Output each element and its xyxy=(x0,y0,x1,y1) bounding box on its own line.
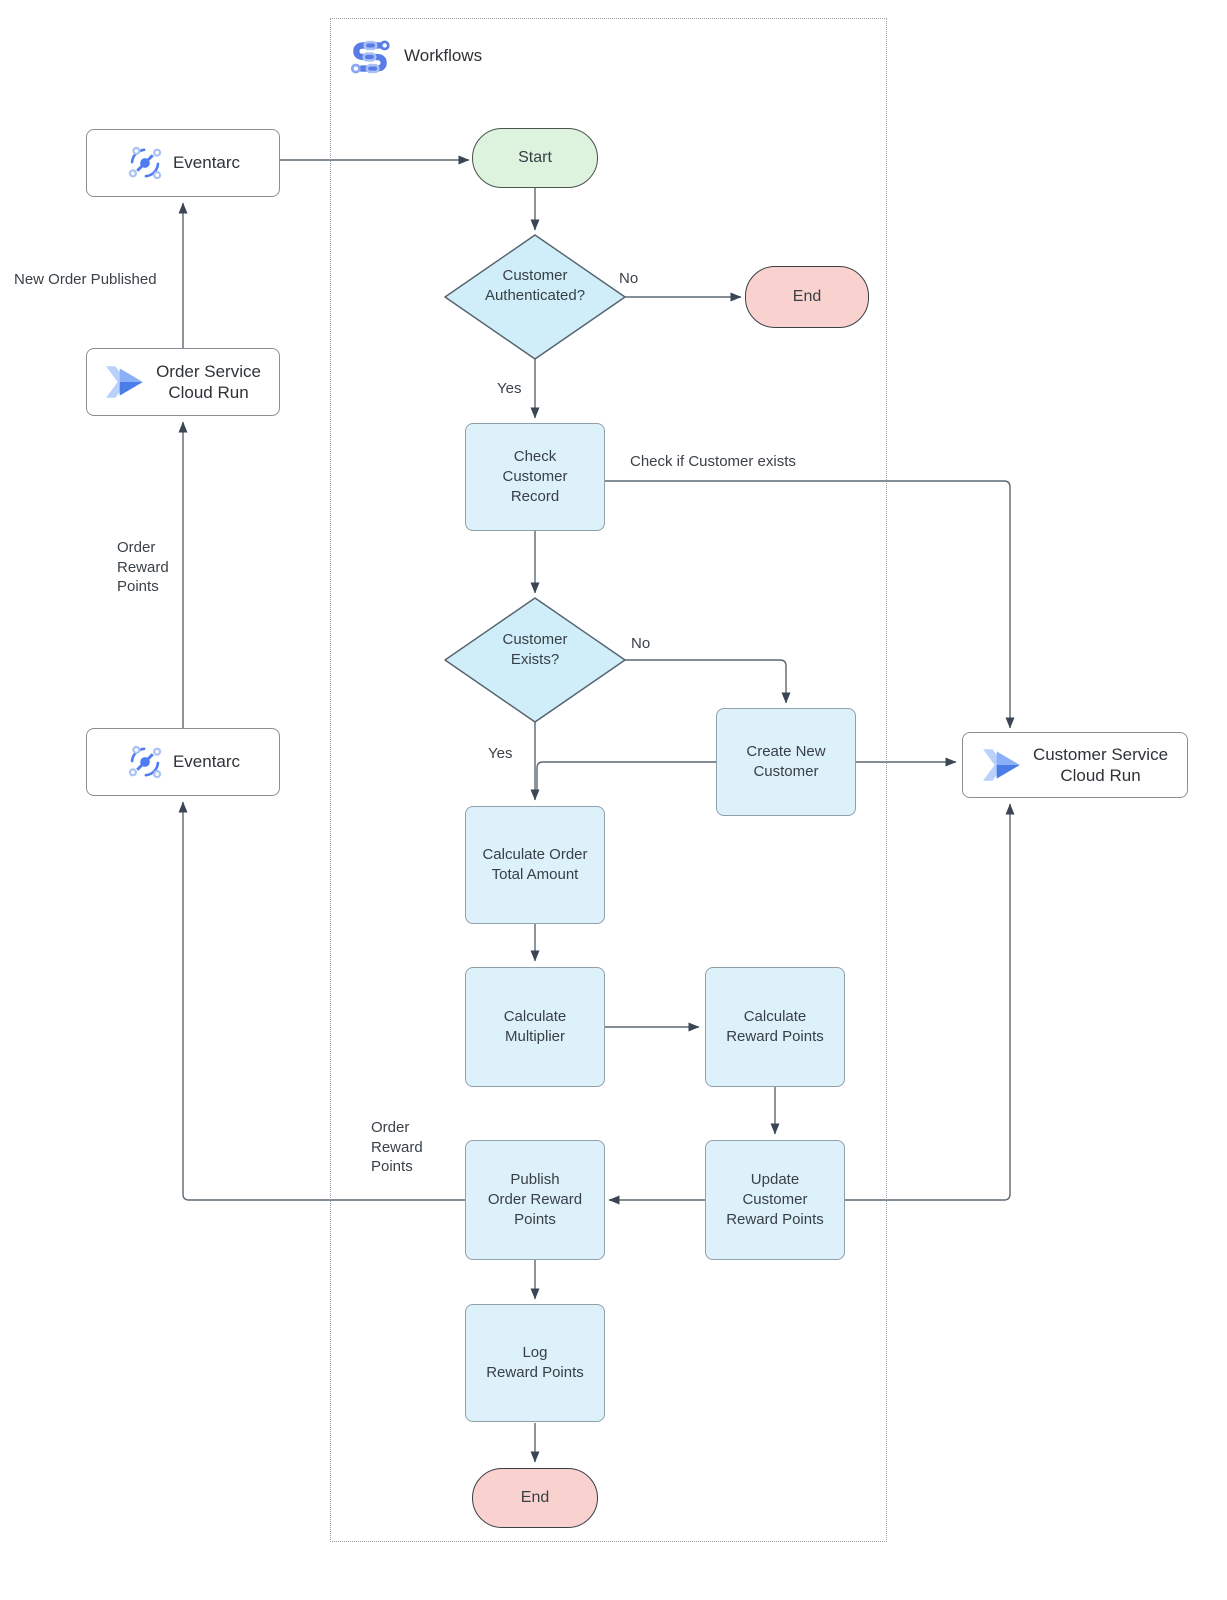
edge-check-to-customer-service xyxy=(605,480,1015,729)
edge-label-new-order-published: New Order Published xyxy=(14,271,157,288)
edge-label-order-reward-points-left: Order Reward Points xyxy=(117,539,169,595)
cloud-run-icon xyxy=(982,748,1024,782)
node-end-top: End xyxy=(745,266,869,328)
node-create-new-customer: Create New Customer xyxy=(716,708,856,816)
node-calculate-multiplier: Calculate Multiplier xyxy=(465,967,605,1087)
workflows-title: Workflows xyxy=(404,46,483,65)
edge-label-auth-no: No xyxy=(619,270,639,287)
workflows-icon xyxy=(349,36,391,78)
eventarc-icon xyxy=(126,144,164,182)
edge-label-order-reward-points-publish: Order Reward Points xyxy=(371,1119,423,1175)
edge-publish-to-eventarc xyxy=(178,801,465,1201)
edge-label-check-if-customer-exists: Check if Customer exists xyxy=(630,453,796,470)
node-start: Start xyxy=(472,128,598,188)
decision-label-customer-authenticated: Customer Authenticated? xyxy=(484,267,586,304)
node-order-service-cloud-run: Order Service Cloud Run xyxy=(86,348,280,416)
node-calculate-reward-points: Calculate Reward Points xyxy=(705,967,845,1087)
node-publish-order-reward-points: Publish Order Reward Points xyxy=(465,1140,605,1260)
node-label: Order Service Cloud Run xyxy=(156,361,261,402)
decision-label-customer-exists: Customer Exists? xyxy=(502,631,568,668)
node-customer-service-cloud-run: Customer Service Cloud Run xyxy=(962,732,1188,798)
eventarc-icon xyxy=(126,743,164,781)
cloud-run-icon xyxy=(105,365,147,399)
decision-customer-exists xyxy=(444,597,626,723)
edge-label-exists-no: No xyxy=(631,635,651,652)
node-check-customer-record: Check Customer Record xyxy=(465,423,605,531)
node-end-bottom: End xyxy=(472,1468,598,1528)
edge-create-merge xyxy=(536,761,716,790)
node-label: Eventarc xyxy=(172,752,241,772)
edge-label-exists-yes: Yes xyxy=(488,745,513,762)
node-eventarc-top: Eventarc xyxy=(86,129,280,197)
edge-update-to-customer-service xyxy=(845,803,1015,1201)
edge-exists-no-to-create xyxy=(625,659,791,704)
node-update-customer-reward-points: Update Customer Reward Points xyxy=(705,1140,845,1260)
node-calculate-order-total: Calculate Order Total Amount xyxy=(465,806,605,924)
workflows-container xyxy=(330,18,887,1542)
decision-customer-authenticated xyxy=(444,234,626,360)
node-eventarc-bottom: Eventarc xyxy=(86,728,280,796)
node-label: Customer Service Cloud Run xyxy=(1032,744,1169,785)
node-log-reward-points: Log Reward Points xyxy=(465,1304,605,1422)
node-label: Eventarc xyxy=(172,153,241,173)
edge-label-auth-yes: Yes xyxy=(497,380,522,397)
